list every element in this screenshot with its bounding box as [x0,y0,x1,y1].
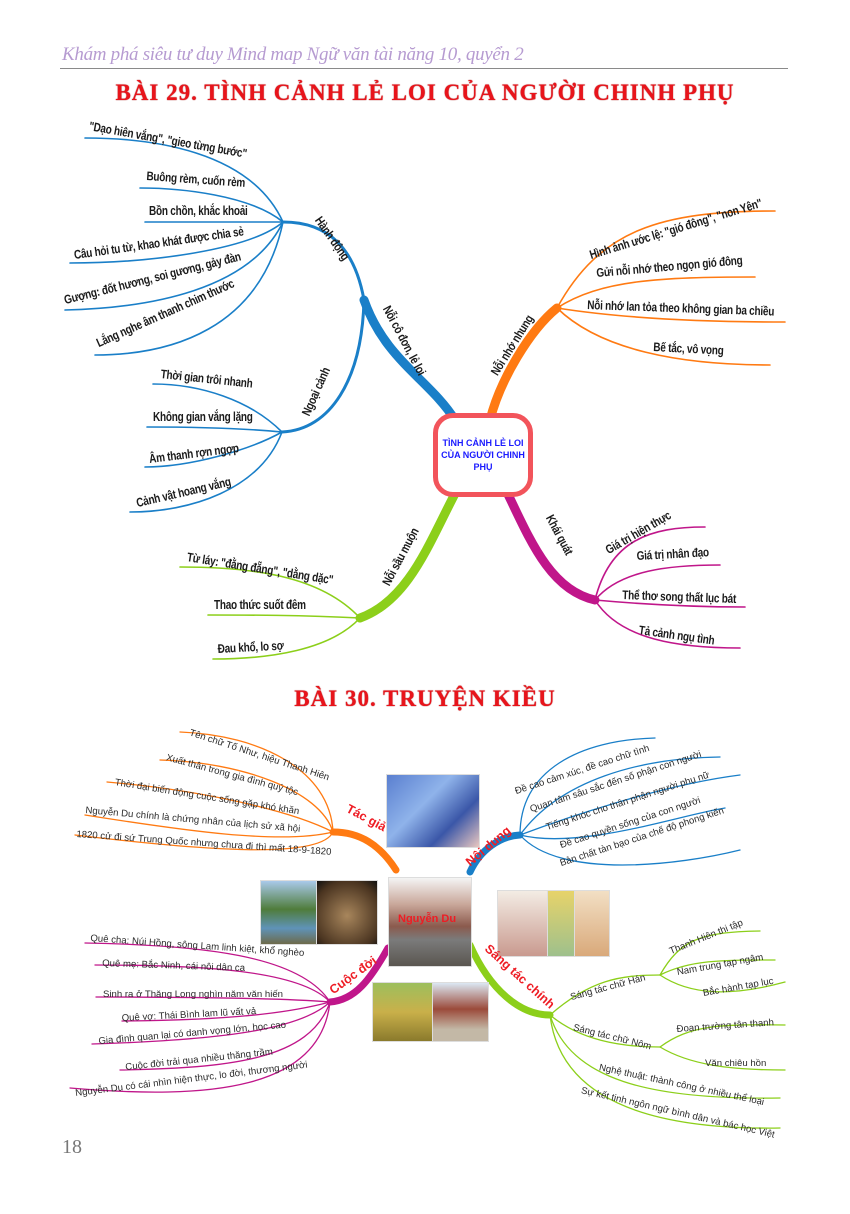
book-cover-thanh-hien [497,890,549,957]
central-topic-lesson-30: Nguyễn Du [398,913,457,925]
branch-nho-nhung [485,210,786,425]
leaf-hanh-dong-3: Bồn chồn, khắc khoải [149,204,248,218]
central-topic-text: TÌNH CẢNH LẺ LOI CỦA NGƯỜI CHINH PHỤ [441,438,525,472]
branch-tac-gia [74,731,400,874]
kieu-illustration-image [386,774,480,848]
landscape-river-image [260,880,318,945]
branch-cuoc-doi [69,942,392,1093]
rice-field-image [372,982,434,1042]
book-cover-truyen-kieu [547,890,576,957]
branch-khai-quat [500,483,746,649]
branch-co-don [64,137,460,513]
branch-sang-tac [466,930,786,1129]
lesson-30-title: BÀI 30. TRUYỆN KIỀU [294,686,556,711]
leaf-cuoc-doi-3: Sinh ra ở Thăng Long nghìn năm văn hiến [103,989,283,1000]
old-gate-photo [316,880,378,945]
central-topic-lesson-29: TÌNH CẢNH LẺ LOI CỦA NGƯỜI CHINH PHỤ [433,413,533,497]
lesson-29-title: BÀI 29. TÌNH CẢNH LẺ LOI CỦA NGƯỜI CHINH… [115,80,735,105]
page-number: 18 [62,1136,82,1158]
header-divider [60,68,788,69]
leaf-sau-muon-2: Thao thức suốt đêm [214,598,306,612]
running-header: Khám phá siêu tư duy Mind map Ngữ văn tà… [62,44,524,65]
branch-noi-dung [466,737,741,876]
book-cover-3 [574,890,610,957]
temple-gate-image [432,982,489,1042]
leaf-ngoai-canh-2: Không gian vắng lặng [153,410,253,424]
branch-sau-muon [179,483,463,660]
nguyen-du-statue-image [388,877,472,967]
leaf-chu-nom-2: Văn chiêu hồn [705,1058,767,1069]
